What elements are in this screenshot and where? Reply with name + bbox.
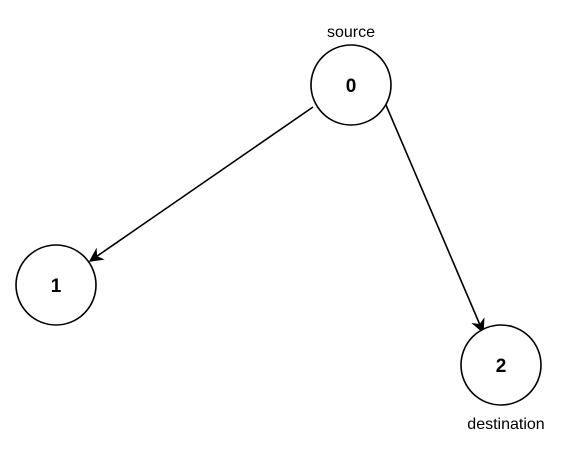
node-2-caption: destination: [467, 416, 544, 433]
node-1-label: 1: [51, 276, 62, 297]
node-0-circle: [310, 44, 392, 126]
node-0-label: 0: [346, 76, 357, 97]
node-2-label: 2: [496, 356, 507, 377]
node-0[interactable]: 0: [310, 44, 392, 126]
edge-0-to-2: [385, 104, 485, 334]
node-2-circle: [460, 324, 542, 406]
node-2[interactable]: 2: [460, 324, 542, 406]
node-0-caption: source: [327, 24, 375, 41]
edge-0-to-1: [88, 106, 314, 262]
node-1-circle: [15, 244, 97, 326]
node-1[interactable]: 1: [15, 244, 97, 326]
